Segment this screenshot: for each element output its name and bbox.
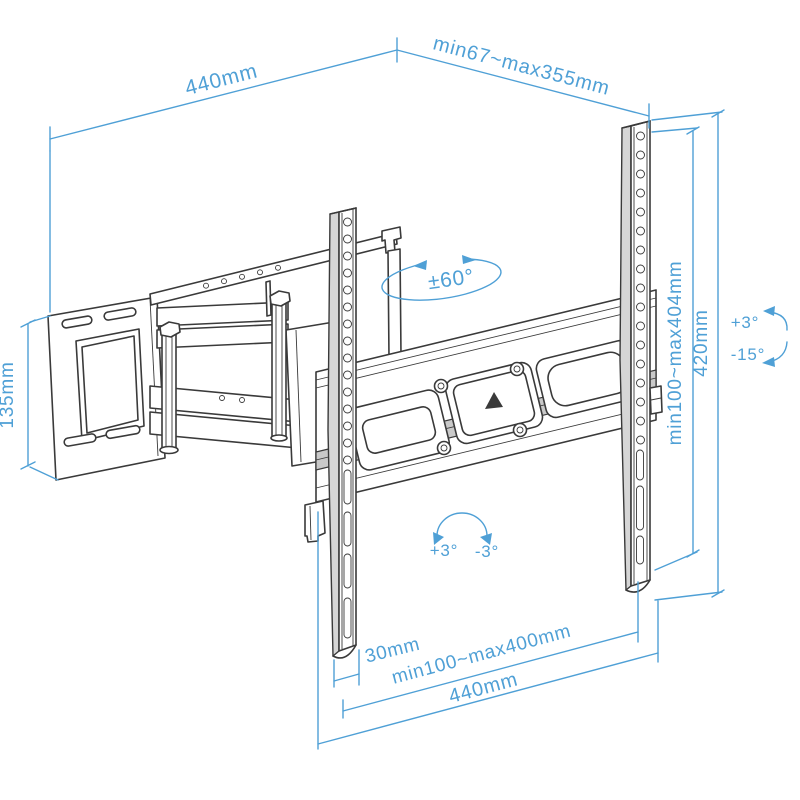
brand-triangle-icon bbox=[485, 392, 503, 409]
dim-label-level-minus: -3° bbox=[475, 542, 499, 561]
dimension-arm-extension: min67~max355mm bbox=[396, 32, 650, 129]
right-slot-plate bbox=[535, 339, 641, 419]
vesa-bolts bbox=[433, 361, 528, 456]
tilt-down-arrow-icon bbox=[762, 357, 775, 367]
dim-label-vesa-vertical: min100~max404mm bbox=[665, 261, 686, 446]
tilt-up-arrow-icon bbox=[763, 306, 775, 316]
dim-label-swivel: ±60° bbox=[426, 265, 475, 294]
locking-clip bbox=[304, 500, 326, 543]
dimension-swivel: ±60° bbox=[381, 255, 502, 301]
swivel-arrow-right-icon bbox=[462, 255, 476, 264]
articulating-arm bbox=[149, 280, 341, 467]
dim-label-wall-plate-height: 135mm bbox=[0, 361, 18, 428]
rail-slots bbox=[636, 449, 644, 565]
left-vertical-rail bbox=[327, 207, 357, 659]
level-arrow-right-icon bbox=[480, 533, 492, 545]
dim-label-bottom-width: 440mm bbox=[446, 668, 520, 708]
dim-label-tilt-up: +3° bbox=[731, 313, 760, 332]
level-arrow-left-icon bbox=[433, 532, 444, 545]
wall-plate bbox=[47, 296, 166, 481]
spring-tab bbox=[649, 385, 663, 415]
dim-label-top-width: 440mm bbox=[183, 59, 260, 100]
dim-label-bracket-height: 420mm bbox=[691, 309, 712, 376]
rail-holes bbox=[343, 217, 352, 465]
dimension-wall-plate-height: 135mm bbox=[0, 315, 59, 481]
rail-slots bbox=[343, 469, 352, 639]
dim-label-tilt-down: -15° bbox=[731, 345, 766, 364]
left-slot-plate bbox=[348, 389, 450, 471]
tv-side-pivot bbox=[269, 290, 291, 442]
right-vertical-rail bbox=[619, 120, 663, 593]
dimension-tilt: +3° -15° bbox=[731, 306, 788, 367]
dimension-level-adjust: +3° -3° bbox=[430, 512, 499, 561]
guide-pin bbox=[265, 280, 272, 317]
wall-side-pivot bbox=[159, 321, 181, 455]
rail-holes bbox=[636, 131, 645, 445]
dimension-vesa-vertical: min100~max404mm bbox=[651, 126, 700, 571]
vesa-crossbar bbox=[315, 289, 657, 503]
dimension-bracket-height: 420mm bbox=[651, 109, 725, 601]
dim-label-level-plus: +3° bbox=[430, 541, 459, 560]
swivel-arrow-left-icon bbox=[413, 260, 427, 270]
